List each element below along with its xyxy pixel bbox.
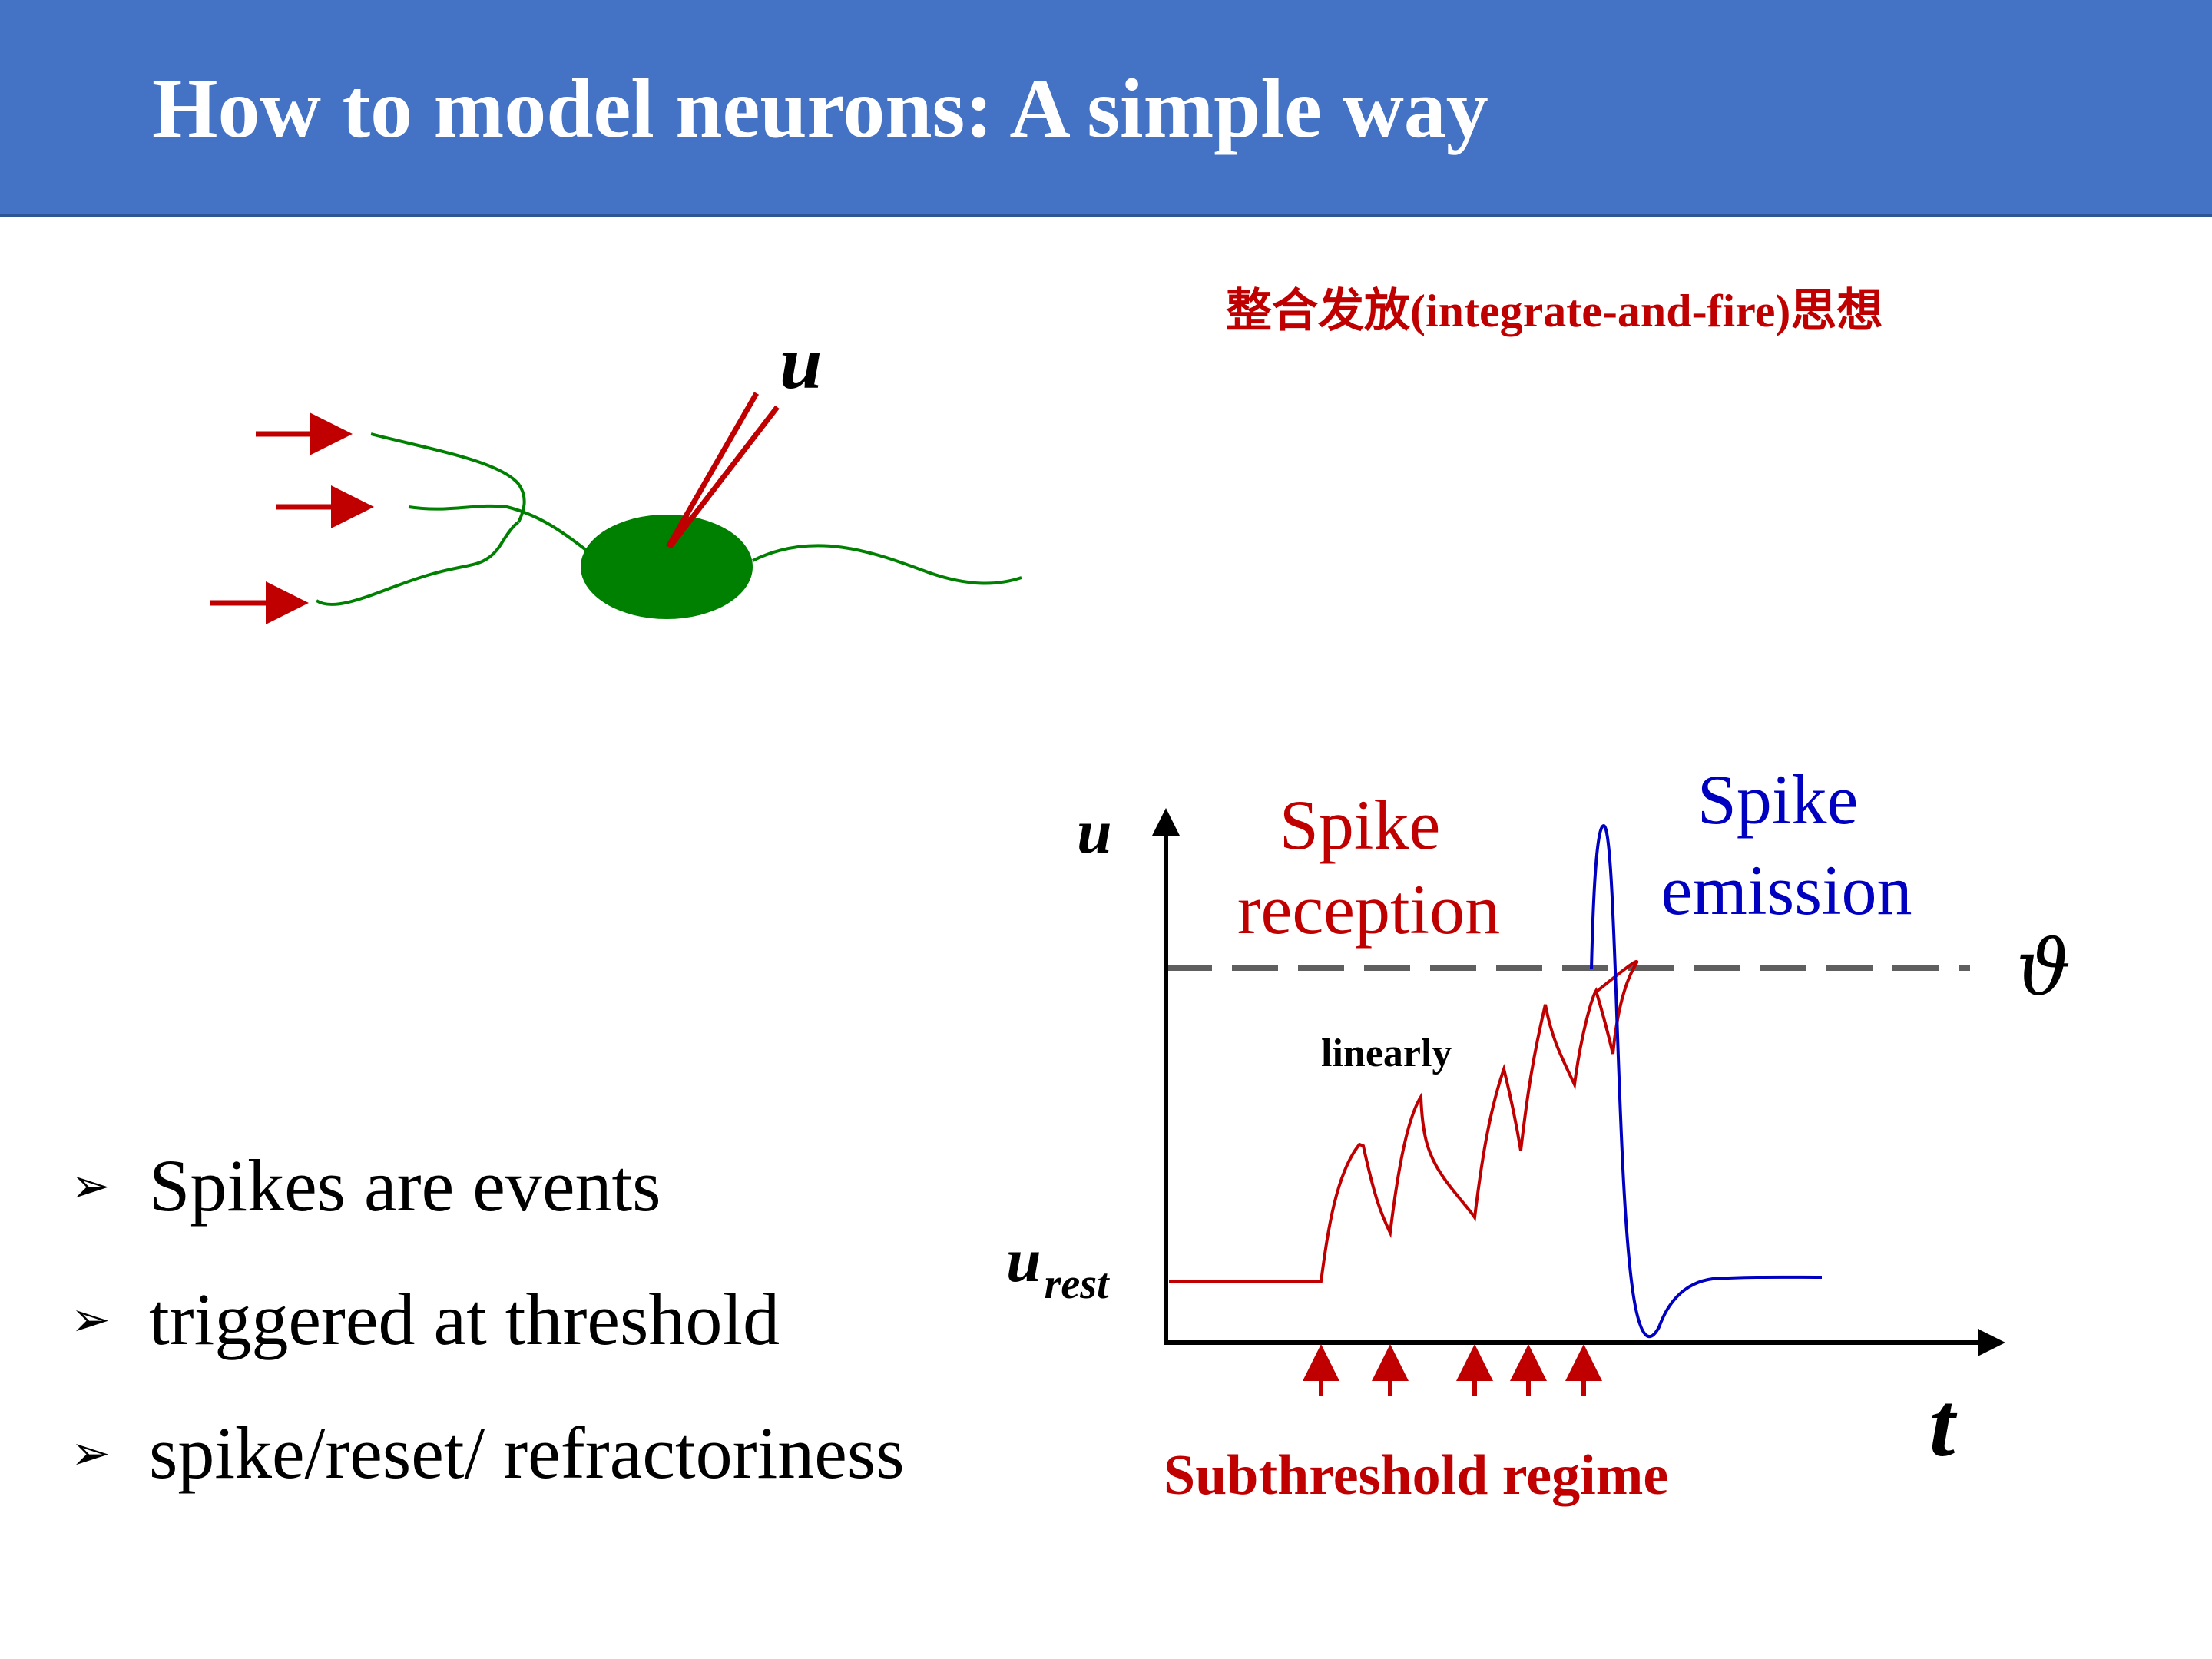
spike-reception-line-1: Spike	[1280, 786, 1441, 864]
bullet-item: ➢ Spikes are events	[71, 1118, 905, 1252]
arrow-bullet-icon: ➢	[71, 1157, 111, 1214]
arrow-bullet-icon: ➢	[71, 1424, 111, 1481]
neuron-illustration: u	[210, 320, 1022, 624]
spike-emission-label: Spike emission	[1661, 760, 1912, 929]
bullet-text: triggered at threshold	[149, 1277, 780, 1360]
bullet-item: ➢ spike/reset/ refractoriness	[71, 1386, 905, 1519]
spike-reception-line-2: reception	[1237, 870, 1500, 949]
electrode-wire	[665, 392, 760, 548]
spike-emission-line-1: Spike	[1697, 760, 1859, 839]
subthreshold-trace	[1169, 959, 1639, 1283]
subthreshold-regime-label: Subthreshold regime	[1164, 1444, 1668, 1507]
threshold-symbol: ϑ	[2016, 923, 2071, 1013]
axon	[752, 544, 1022, 585]
cell-body	[581, 515, 753, 619]
bullet-list: ➢ Spikes are events ➢ triggered at thres…	[71, 1118, 905, 1519]
rest-label-main: u	[1006, 1225, 1041, 1295]
slide-title: How to model neurons: A simple way	[152, 61, 1488, 155]
x-axis-label: t	[1929, 1373, 1958, 1475]
electrode-wire	[667, 405, 780, 549]
linearly-note: linearly	[1321, 1031, 1452, 1075]
bullet-text: spike/reset/ refractoriness	[149, 1411, 905, 1494]
dendrite-upper	[370, 432, 526, 523]
spike-trace	[1590, 823, 1823, 1339]
dendrite-lower	[315, 521, 520, 606]
title-bar: How to model neurons: A simple way	[0, 0, 2212, 217]
membrane-potential-plot: u t u rest ϑ Spike reception Spike emiss…	[1006, 760, 2071, 1507]
spike-emission-line-2: emission	[1661, 851, 1912, 929]
bullet-text: Spikes are events	[149, 1144, 661, 1227]
bullet-item: ➢ triggered at threshold	[71, 1252, 905, 1386]
arrow-bullet-icon: ➢	[71, 1290, 111, 1347]
y-axis-label: u	[1077, 796, 1112, 866]
rest-label-sub: rest	[1045, 1260, 1110, 1308]
dendrite-middle	[408, 504, 591, 555]
electrode-label: u	[780, 320, 823, 405]
rest-potential-label: u rest	[1006, 1225, 1110, 1308]
integrate-and-fire-label: 整合发放(integrate-and-fire)思想	[1226, 286, 1883, 336]
spike-reception-label: Spike reception	[1237, 786, 1500, 949]
